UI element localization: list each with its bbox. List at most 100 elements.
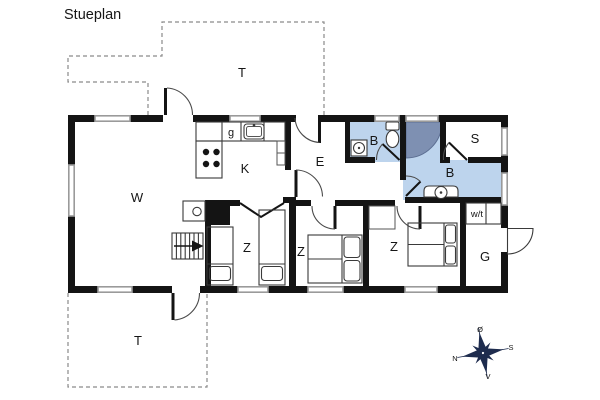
compass-east-label: Ø [477, 325, 483, 334]
window [237, 285, 269, 293]
entrance-door [506, 227, 534, 255]
wall [335, 200, 368, 206]
interior-walls [205, 122, 501, 286]
window [94, 115, 131, 123]
compass-north-label: N [452, 354, 457, 363]
wall [296, 200, 311, 206]
bathroom-fixtures [350, 121, 459, 200]
toilet-bowl [385, 129, 400, 149]
room-label-bedroom1: Z [243, 240, 251, 255]
window [97, 285, 133, 293]
room-label-bath-large: B [446, 165, 455, 180]
room-label-sauna: S [471, 131, 480, 146]
window [68, 164, 76, 217]
washer-dryer-closet [465, 202, 502, 225]
window [404, 285, 438, 293]
room-label-kitchen: K [241, 161, 250, 176]
door-leaf [381, 143, 401, 161]
wall [440, 157, 450, 163]
wood-stove-plate [192, 206, 202, 217]
faucet-icon [252, 124, 256, 127]
wall [399, 115, 406, 122]
wall [68, 115, 75, 165]
drain-icon [357, 146, 361, 150]
wall [68, 115, 95, 122]
outer-walls [68, 115, 508, 293]
room-label-bedroom2: Z [297, 244, 305, 259]
wall [460, 203, 466, 286]
kitchen-counter-side [195, 140, 223, 179]
room-label-bedroom3: Z [390, 239, 398, 254]
wall [230, 200, 240, 206]
door-arc [174, 292, 201, 321]
door-arc [375, 143, 383, 161]
bed-single [206, 226, 234, 286]
door-leaf [418, 206, 422, 229]
pillow [444, 245, 457, 265]
door-arc [442, 142, 450, 161]
door-arc [396, 205, 421, 230]
wall [440, 122, 446, 163]
window [405, 115, 439, 123]
room-label-living: W [131, 190, 144, 205]
bed-double [407, 222, 458, 267]
room-label-bath-small: B [370, 133, 379, 148]
pillow [343, 236, 361, 259]
wall [363, 200, 369, 286]
door-arc [311, 205, 336, 230]
wall [260, 115, 296, 122]
door-leaf [405, 180, 422, 197]
terrace-outlines [67, 21, 325, 388]
wall [501, 115, 508, 128]
room-label-terrace-north: T [238, 65, 246, 80]
doors [164, 87, 534, 321]
room-label-entrance: E [316, 154, 325, 169]
wall [405, 197, 501, 203]
page-title: Stueplan [64, 7, 121, 23]
door-leaf [294, 170, 298, 197]
wall [468, 157, 501, 163]
bed-single [258, 209, 286, 286]
wall [501, 155, 508, 173]
stair-arrow-head [192, 240, 204, 252]
wall [345, 122, 350, 163]
fireplace [205, 200, 230, 225]
wall [268, 286, 308, 293]
wall [132, 286, 172, 293]
wall [205, 225, 211, 286]
wall [200, 286, 238, 293]
stove-burners [202, 148, 220, 168]
door-leaf [448, 141, 468, 161]
wall [193, 115, 230, 122]
door-leaf [171, 293, 175, 320]
window [500, 172, 508, 206]
kitchen-fixtures [195, 121, 286, 179]
wall [285, 122, 291, 170]
door-arc [405, 175, 421, 182]
compass-rose: Ø S N V [452, 325, 513, 381]
wood-stove [182, 200, 206, 222]
wall [321, 115, 375, 122]
pillow [208, 265, 232, 282]
wall [343, 286, 405, 293]
window [307, 285, 344, 293]
terrace-north-outline [67, 21, 325, 115]
labels: Stueplan T T W K E g Z Z Z B B S G w/t [64, 7, 490, 348]
furniture [171, 200, 502, 286]
wall [68, 286, 98, 293]
wall [437, 286, 508, 293]
wall [130, 115, 163, 122]
wardrobe [368, 205, 396, 230]
door-leaf [164, 88, 167, 115]
window [229, 115, 261, 123]
compass-hub-dot [481, 351, 485, 355]
door-arc [295, 169, 324, 197]
window [374, 115, 400, 123]
wall [438, 115, 508, 122]
pillow [343, 259, 361, 282]
pillow [260, 265, 284, 282]
label-dishwasher: g [228, 127, 234, 139]
bifold-door [239, 202, 285, 219]
